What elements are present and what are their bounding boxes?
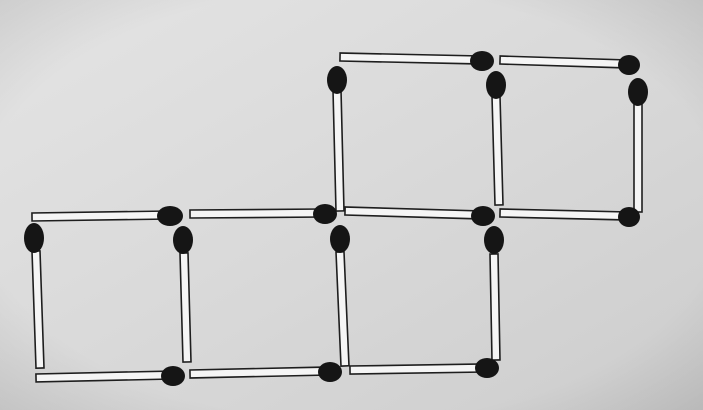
match-head-icon <box>161 366 185 386</box>
matchstick-icon <box>489 253 501 361</box>
match-head-icon <box>313 204 337 224</box>
match-head-icon <box>318 362 342 382</box>
match-head-icon <box>173 226 193 254</box>
match-head-icon <box>618 207 640 227</box>
matchstick-icon <box>633 102 643 213</box>
match-head-icon <box>330 225 350 253</box>
matchstick-icon <box>31 210 171 222</box>
matchsticks-layer <box>31 52 643 383</box>
matchstick-icon <box>189 208 325 219</box>
match-head-icon <box>327 66 347 94</box>
match-head-icon <box>486 71 506 99</box>
match-heads-layer <box>24 51 648 386</box>
match-head-icon <box>475 358 499 378</box>
match-head-icon <box>470 51 494 71</box>
matchstick-icon <box>349 363 486 375</box>
match-head-icon <box>24 223 44 253</box>
match-head-icon <box>471 206 495 226</box>
match-head-icon <box>484 226 504 254</box>
match-head-icon <box>618 55 640 75</box>
match-head-icon <box>157 206 183 226</box>
match-head-icon <box>628 78 648 106</box>
